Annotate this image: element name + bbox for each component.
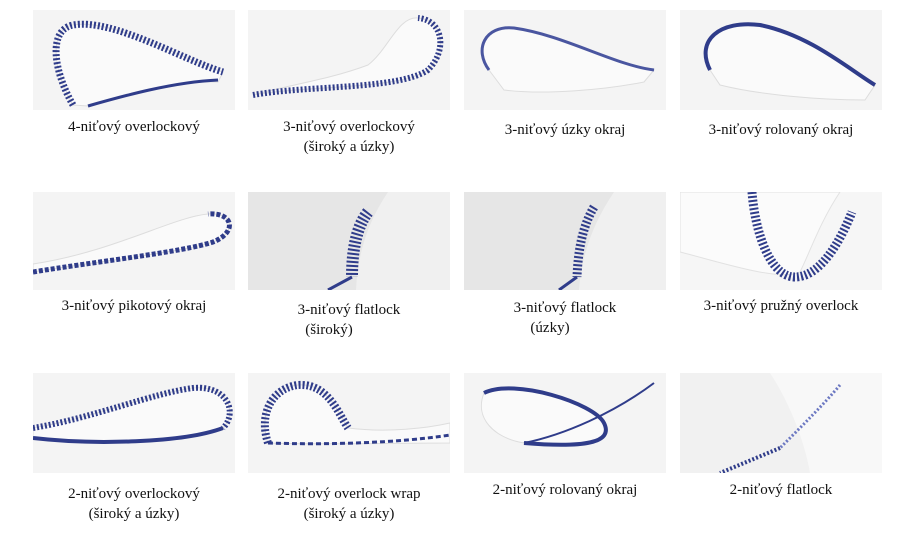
stitch-caption-3: 3-niťový úzky okraj (504, 122, 626, 138)
stitch-photo-6 (248, 192, 450, 290)
stitch-photo-10 (248, 373, 450, 473)
stitch-photo-4 (680, 10, 882, 110)
stitch-photo-1 (33, 10, 235, 110)
stitch-photo-9 (33, 373, 235, 473)
stitch-caption-1: 4-niťový overlockový (68, 119, 200, 135)
stitch-photo-8 (680, 192, 882, 290)
stitch-caption-9: 2-niťový overlockový (široký a úzky) (68, 486, 200, 522)
stitch-photo-5 (33, 192, 235, 290)
stitch-caption-11: 2-niťový rolovaný okraj (492, 482, 638, 498)
stitch-caption-12: 2-niťový flatlock (729, 482, 833, 498)
stitch-photo-3 (464, 10, 666, 110)
stitch-caption-5: 3-niťový pikotový okraj (61, 298, 207, 314)
stitch-caption-2: 3-niťový overlockový (široký a úzky) (283, 119, 415, 155)
stitch-caption-8: 3-niťový pružný overlock (703, 298, 859, 314)
stitch-photo-2 (248, 10, 450, 110)
stitch-photo-7 (464, 192, 666, 290)
stitch-caption-6: 3-niťový flatlock (široký) (297, 302, 401, 338)
stitch-caption-7: 3-niťový flatlock (úzky) (513, 300, 617, 336)
stitch-caption-10: 2-niťový overlock wrap (široký a úzky) (277, 486, 421, 522)
stitch-photo-12 (680, 373, 882, 473)
stitch-caption-4: 3-niťový rolovaný okraj (708, 122, 854, 138)
stitch-photo-11 (464, 373, 666, 473)
